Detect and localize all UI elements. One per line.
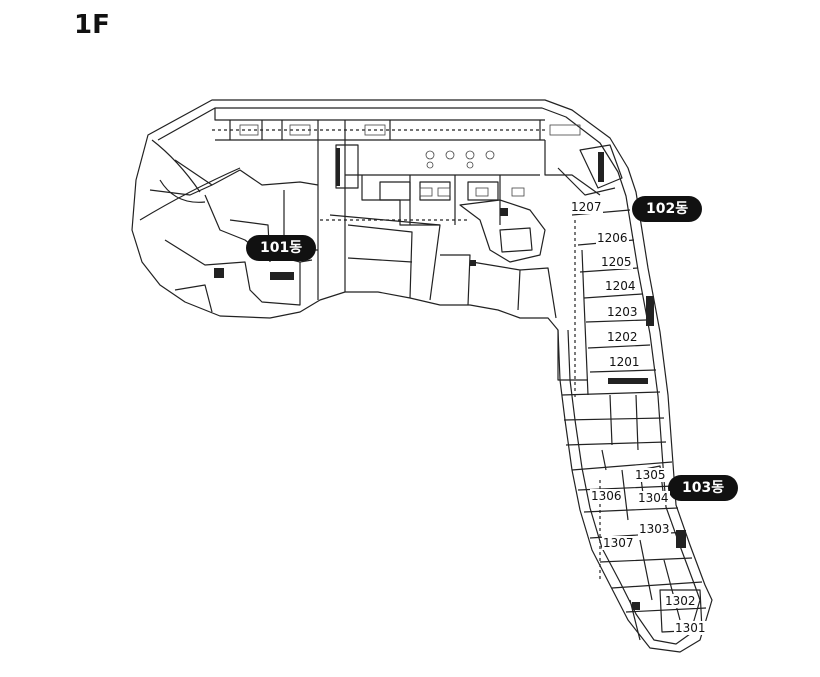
unit-1307: 1307 [602,536,635,550]
unit-1305: 1305 [634,468,667,482]
floor-title: 1F [74,10,110,40]
building-outline [131,99,713,653]
unit-1204: 1204 [604,279,637,293]
unit-1207: 1207 [570,200,603,214]
unit-1203: 1203 [606,305,639,319]
building-badge-103: 103동 [668,475,739,501]
unit-1201: 1201 [608,355,641,369]
unit-1301: 1301 [674,621,707,635]
unit-1206: 1206 [596,231,629,245]
unit-1302: 1302 [664,594,697,608]
unit-1202: 1202 [606,330,639,344]
unit-1304: 1304 [637,491,670,505]
unit-1306: 1306 [590,489,623,503]
unit-1205: 1205 [600,255,633,269]
building-badge-101: 101동 [246,235,317,261]
unit-1303: 1303 [638,522,671,536]
building-badge-102: 102동 [632,196,703,222]
